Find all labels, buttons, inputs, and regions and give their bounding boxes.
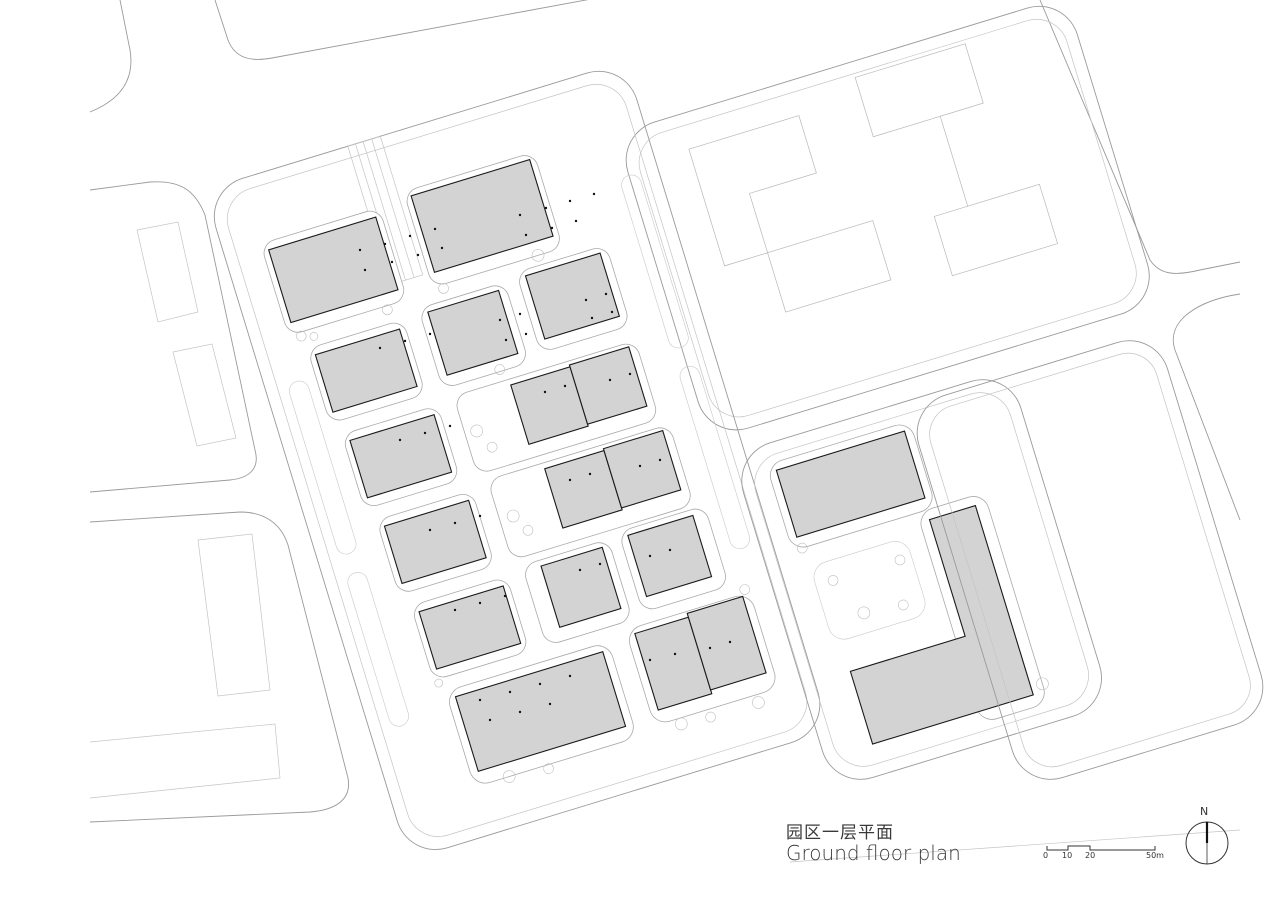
north-east-block (625, 5, 1150, 431)
scale-tick-20: 20 (1085, 851, 1096, 860)
north-label: N (1200, 805, 1209, 818)
drawing-title-chinese: 园区一层平面 (786, 823, 894, 843)
surrounding-blocks (89, 0, 1241, 823)
scale-tick-10: 10 (1062, 851, 1073, 860)
east-campus (741, 379, 1102, 780)
drawing-title-english: Ground floor plan (786, 841, 961, 865)
west-campus (213, 70, 821, 850)
sheet-line (789, 829, 1241, 863)
scale-bar (1046, 845, 1156, 851)
east-empty-block (916, 340, 1264, 780)
scale-tick-0: 0 (1043, 851, 1049, 860)
structural-columns (358, 192, 732, 722)
scale-tick-50: 50m (1146, 851, 1164, 860)
building (267, 216, 399, 324)
building (410, 158, 554, 274)
north-arrow-icon (1185, 821, 1229, 865)
